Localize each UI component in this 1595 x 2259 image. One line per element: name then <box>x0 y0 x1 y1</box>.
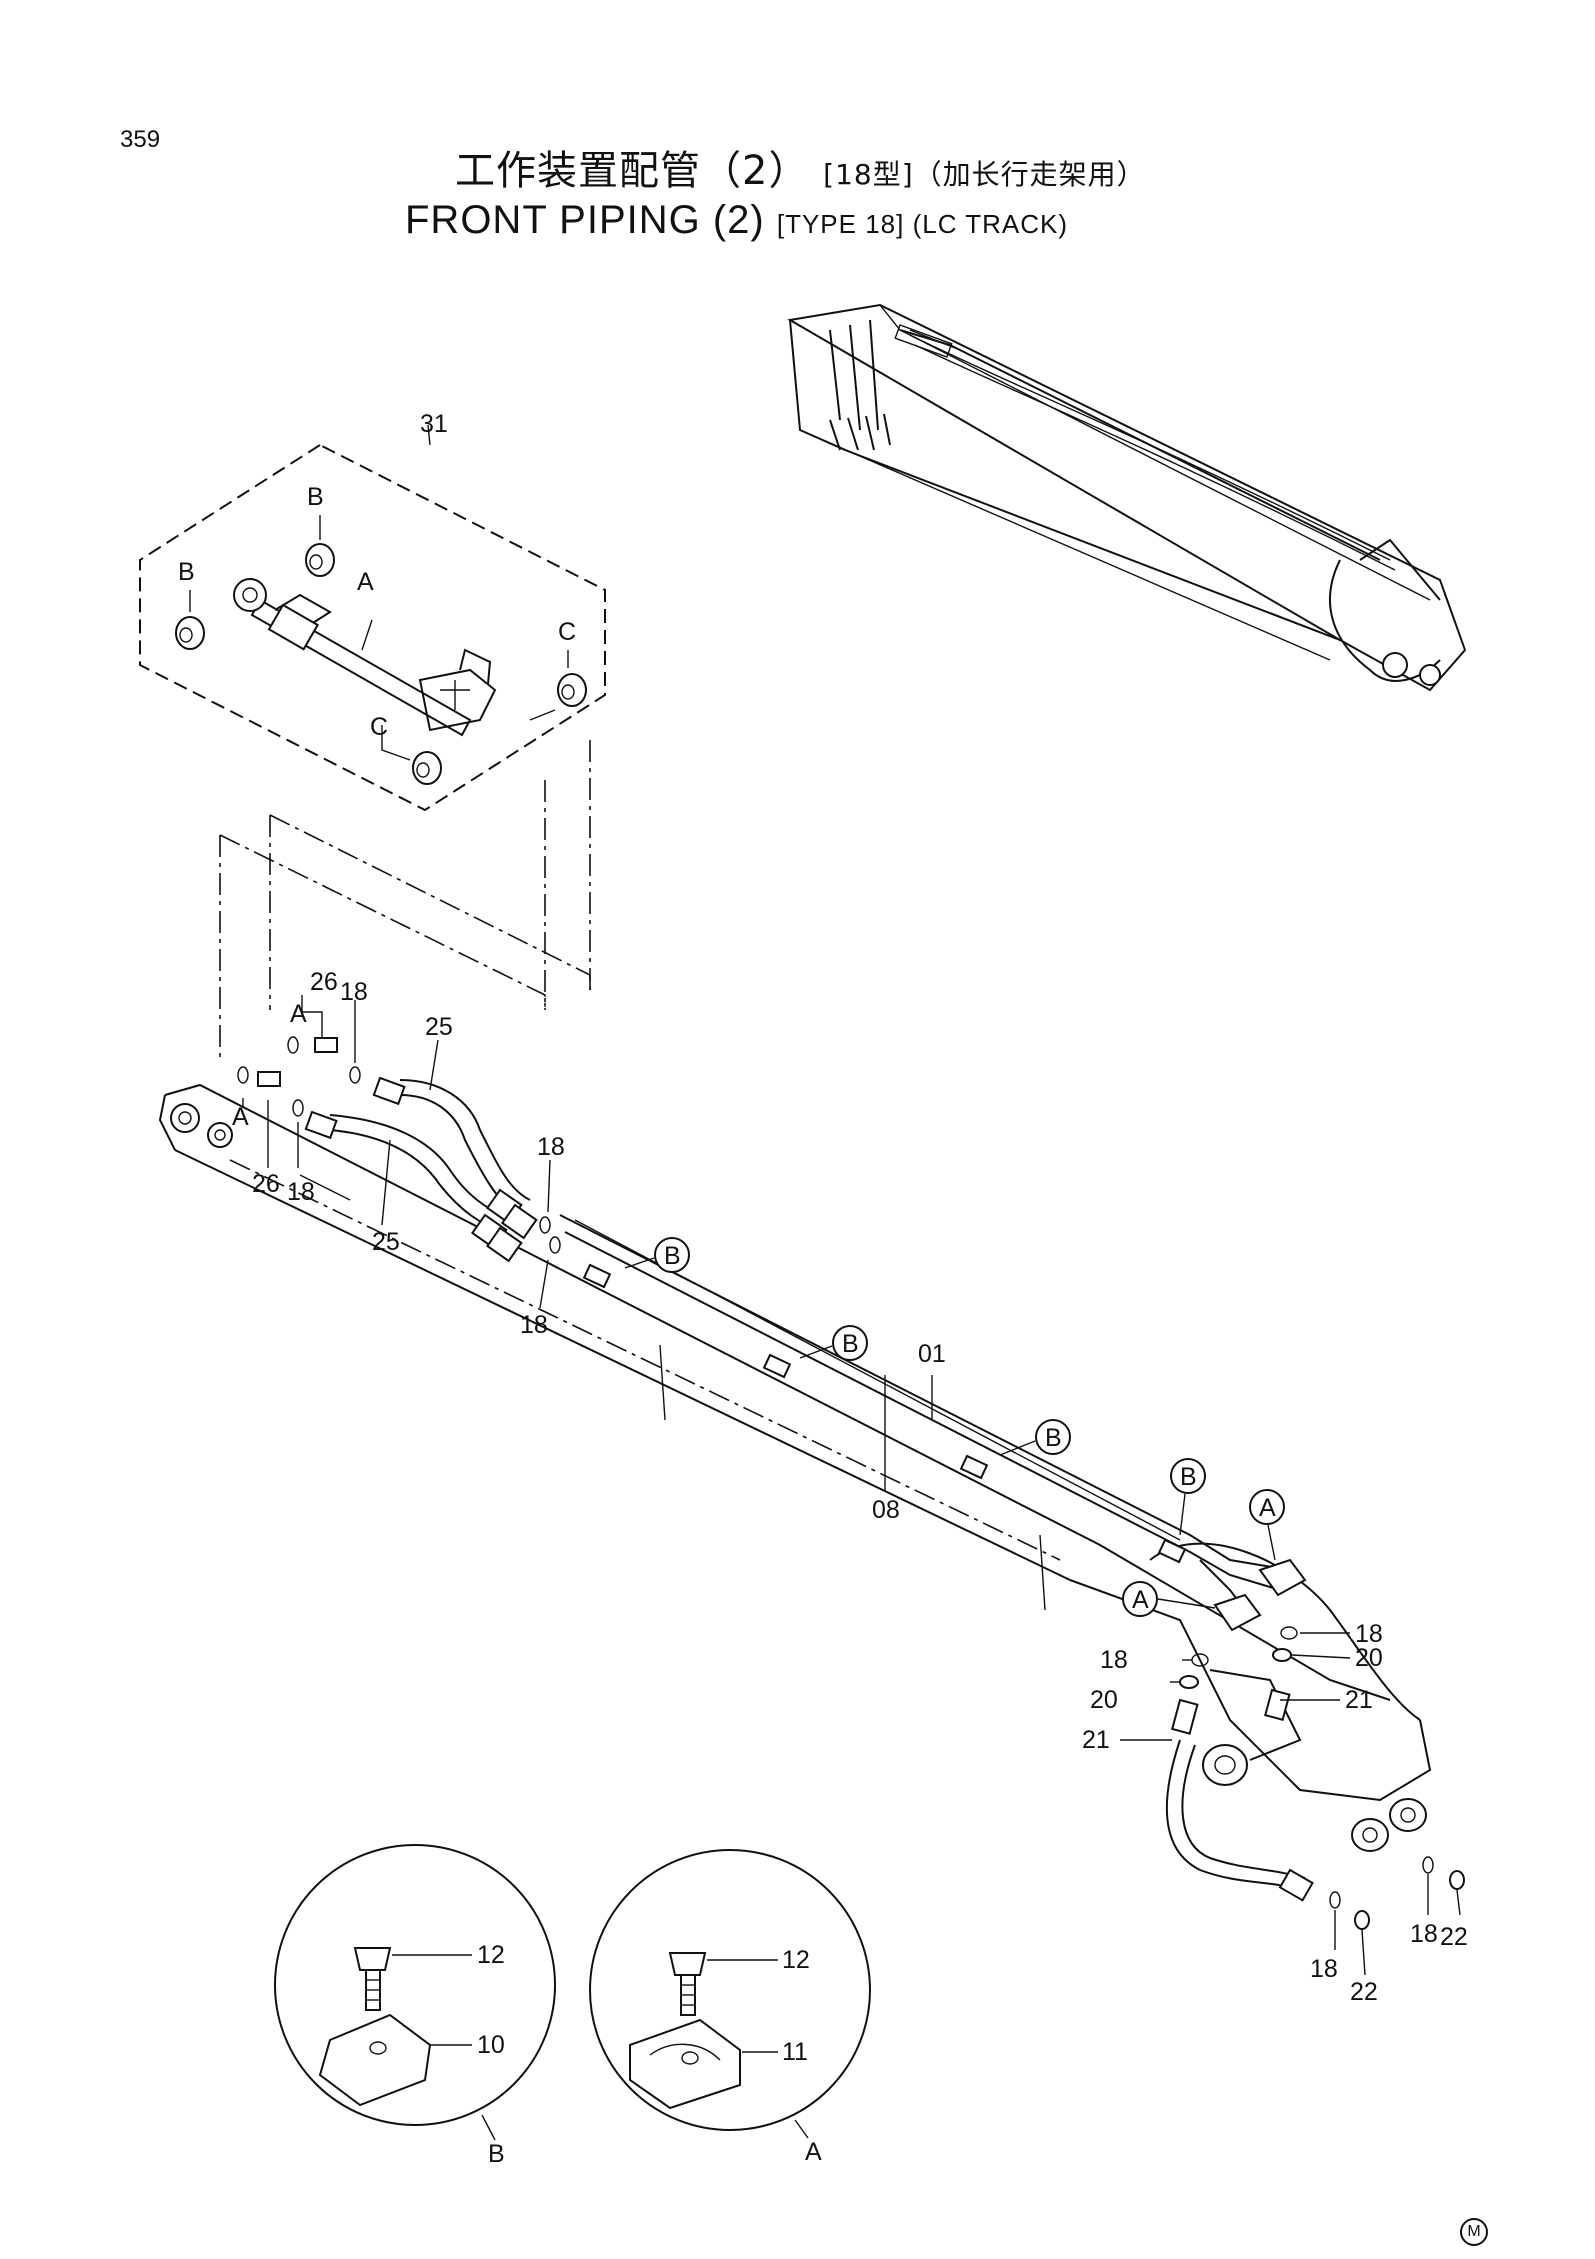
boom-drawing <box>158 1083 1432 1852</box>
callout-18-pin-right: 18 <box>1410 1920 1438 1948</box>
callout-b-clamp-4: B <box>1180 1463 1197 1491</box>
title-chinese: 工作装置配管（2） [18型]（加长行走架用） <box>455 138 1146 196</box>
clamp-b-2 <box>762 1325 868 1379</box>
callout-b-clamp-3: B <box>1045 1424 1062 1452</box>
callout-18-bottom: 18 <box>287 1178 315 1206</box>
callout-a-clamp-2: A <box>1132 1586 1149 1614</box>
cylinder-kit-box <box>139 424 606 812</box>
clamp-a-2 <box>1122 1581 1262 1632</box>
arm-overview-drawing <box>787 303 1467 692</box>
callout-11: 11 <box>782 2038 808 2066</box>
fittings-foot <box>237 1036 561 1254</box>
callout-c-right: C <box>558 618 576 646</box>
assembly-connector-lines <box>219 740 591 1060</box>
callout-a-bottom: A <box>232 1103 249 1131</box>
callout-18-pin-left: 18 <box>1310 1955 1338 1983</box>
callout-22-pin-right: 22 <box>1440 1923 1468 1951</box>
bushing-c-2 <box>412 751 442 785</box>
fittings-head <box>1120 1626 1465 1930</box>
callout-a-clamp-1: A <box>1259 1494 1276 1522</box>
callout-b-clamp-1: B <box>664 1242 681 1270</box>
callout-18-pipe-bottom: 18 <box>520 1311 548 1339</box>
callout-22-pin-left: 22 <box>1350 1978 1378 2006</box>
callout-01: 01 <box>918 1340 946 1368</box>
callout-26-bottom: 26 <box>252 1170 280 1198</box>
callout-a-cylinder: A <box>357 568 374 596</box>
callout-25-top: 25 <box>425 1013 453 1041</box>
title-en-main: FRONT PIPING (2) <box>405 198 765 242</box>
callout-c-left: C <box>370 713 388 741</box>
bushing-b-2 <box>175 616 205 650</box>
title-en-sub: [TYPE 18] (LC TRACK) <box>776 209 1069 239</box>
title-cn-main: 工作装置配管（2） <box>455 148 810 194</box>
callout-18-head-right: 18 <box>1355 1620 1383 1648</box>
detail-b-clamp <box>274 1844 556 2141</box>
page-number: 359 <box>120 126 161 153</box>
hose-block-fittings <box>470 1188 538 1263</box>
callout-20-right: 20 <box>1355 1644 1383 1672</box>
callout-31: 31 <box>420 410 448 438</box>
clamp-b-1 <box>582 1237 690 1289</box>
callout-a-top: A <box>290 1000 307 1028</box>
title-cn-sub: [18型]（加长行走架用） <box>823 158 1146 191</box>
callout-21-right: 21 <box>1345 1686 1373 1714</box>
callout-b-clamp-2: B <box>842 1330 859 1358</box>
clamp-a-1 <box>1249 1489 1307 1597</box>
detail-a-label: A <box>805 2138 822 2166</box>
title-english: FRONT PIPING (2) [TYPE 18] (LC TRACK) <box>405 198 1068 243</box>
callout-08: 08 <box>872 1496 900 1524</box>
callout-b-top: B <box>307 483 324 511</box>
callout-18-top: 18 <box>340 978 368 1006</box>
callout-leaders <box>242 995 1461 1976</box>
bushing-c-1 <box>557 673 587 707</box>
callout-10: 10 <box>477 2031 505 2059</box>
bushing-b-1 <box>305 543 335 577</box>
callout-21-left: 21 <box>1082 1726 1110 1754</box>
hose-21 <box>1165 1688 1314 1902</box>
pipe-01-08 <box>559 1214 1291 1611</box>
detail-b-label: B <box>488 2140 505 2168</box>
clamp-b-3 <box>959 1419 1071 1480</box>
callout-18-pipe-top: 18 <box>537 1133 565 1161</box>
corner-m-mark: M <box>1460 2218 1488 2246</box>
callout-25-bottom: 25 <box>372 1228 400 1256</box>
callout-b-left: B <box>178 558 195 586</box>
callout-12-a: 12 <box>782 1946 810 1974</box>
hose-25-upper <box>372 1076 531 1216</box>
callout-12-b: 12 <box>477 1941 505 1969</box>
callout-26-top: 26 <box>310 968 338 996</box>
detail-a-clamp <box>589 1849 871 2139</box>
callout-20-left: 20 <box>1090 1686 1118 1714</box>
callout-18-head-left: 18 <box>1100 1646 1128 1674</box>
clamp-b-4 <box>1157 1458 1206 1564</box>
